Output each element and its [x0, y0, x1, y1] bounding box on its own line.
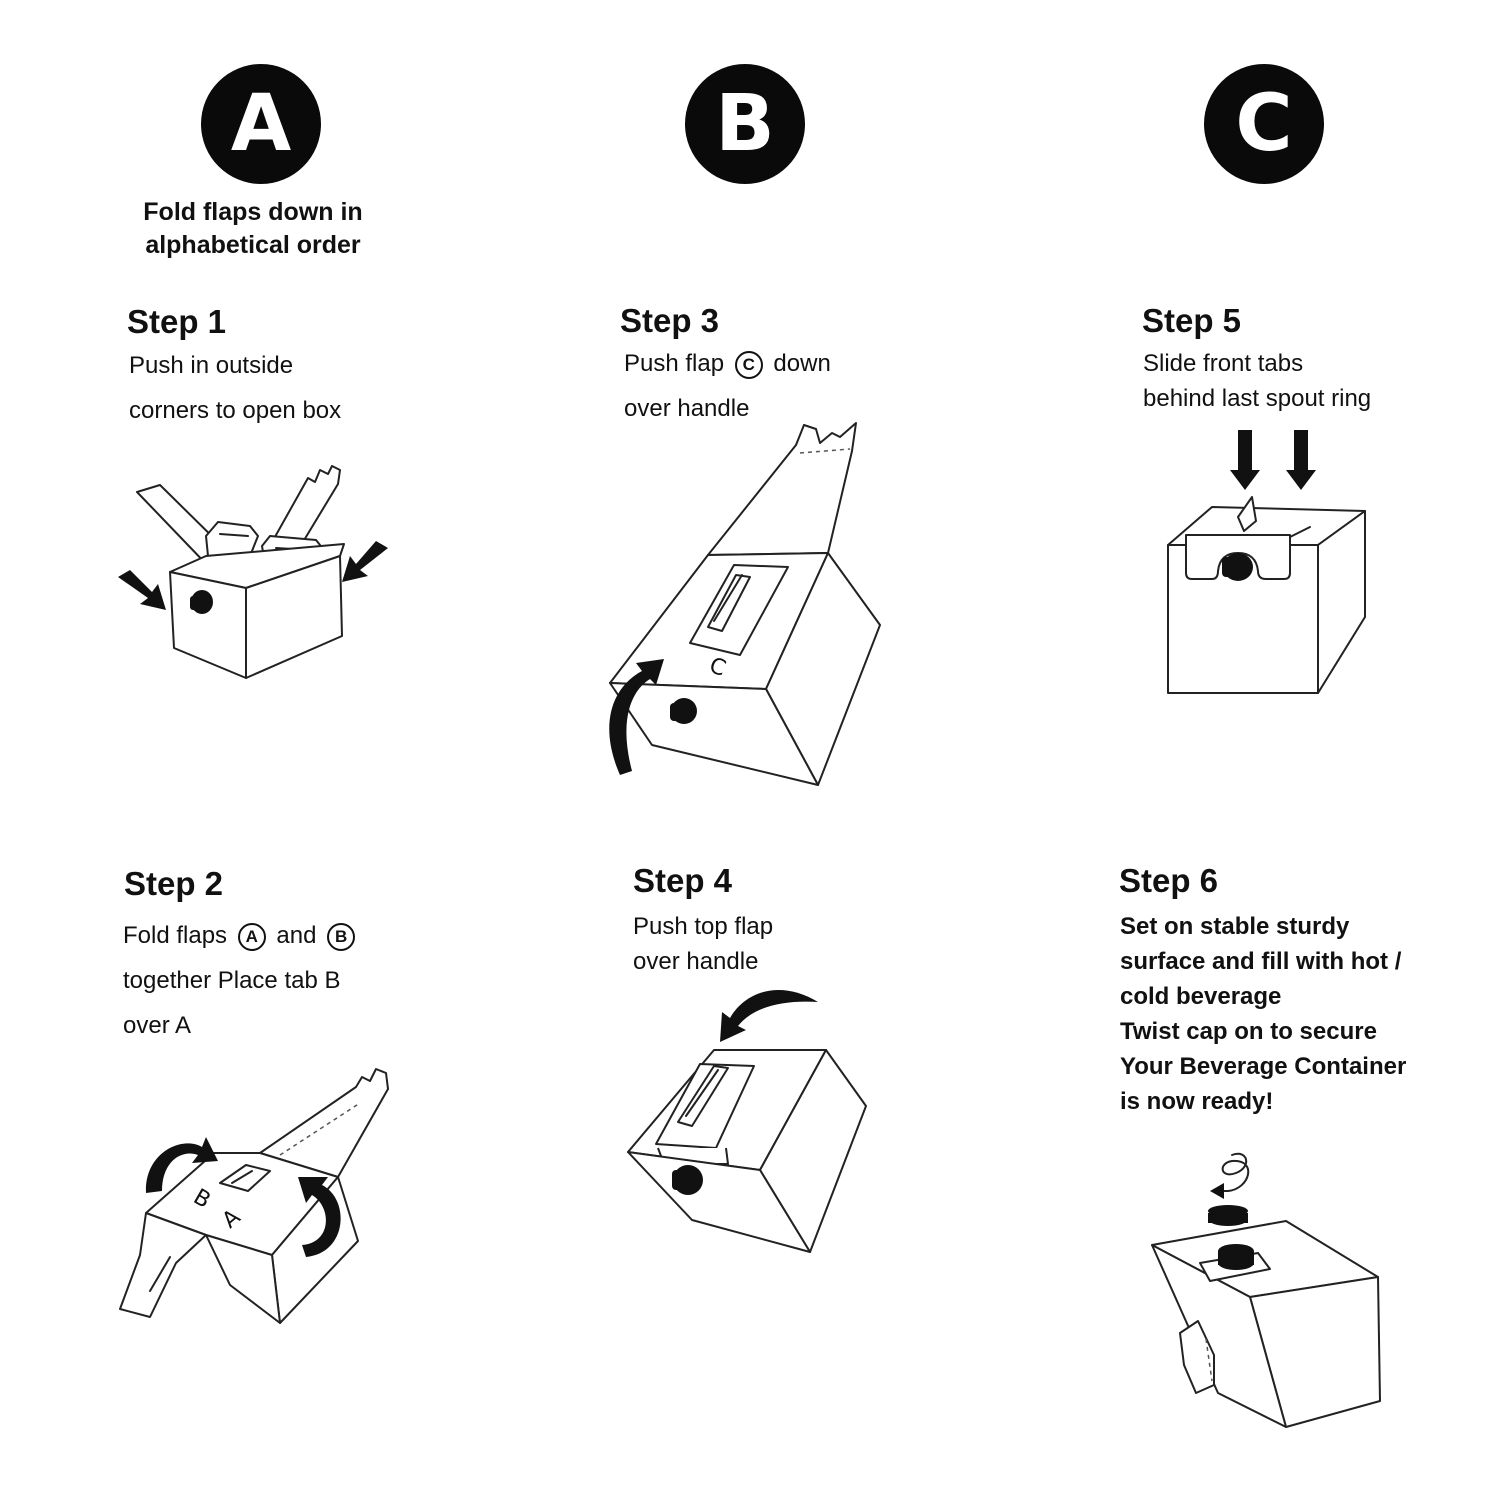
step-6-illustration — [1151, 1152, 1381, 1428]
step-5-line-2: behind last spout ring — [1143, 385, 1372, 412]
step-2-line-2: together Place tab B — [123, 967, 341, 994]
flap-c-marker: C — [734, 350, 763, 379]
badge-a-note: Fold flaps down in alphabetical order — [103, 196, 403, 262]
step-3-title: Step 3 — [620, 302, 720, 339]
step-3-line-2: over handle — [624, 395, 750, 422]
step-5-line-1: Slide front tabs — [1143, 350, 1304, 377]
step-1-text: Push in outside corners to open box — [129, 343, 341, 433]
step-2-line-1-mid: and — [276, 922, 317, 949]
step-3-line-1: Push flap C down — [624, 341, 831, 386]
step-6-line-1: Set on stable sturdy — [1120, 913, 1350, 940]
step-2-illustration: B A — [119, 1068, 389, 1324]
step-4-line-2: over handle — [633, 948, 759, 975]
step-3-text: Push flap C down over handle — [624, 341, 831, 431]
flap-a-marker: A — [237, 922, 266, 951]
step-1-line-2: corners to open box — [129, 397, 342, 424]
flap-b-marker: B — [327, 922, 356, 951]
step-5-illustration — [1167, 430, 1366, 694]
step-6-line-4: Twist cap on to secure — [1120, 1018, 1377, 1045]
step-6-text: Set on stable sturdy surface and fill wi… — [1120, 909, 1406, 1119]
badge-a: A — [201, 64, 321, 184]
step-2-line-1: Fold flaps A and B — [123, 913, 359, 958]
step-1-illustration — [118, 465, 388, 679]
step-5-title: Step 5 — [1142, 302, 1242, 339]
badge-c: C — [1204, 64, 1324, 184]
step-3-line-1-post: down — [773, 350, 831, 377]
step-5-text: Slide front tabs behind last spout ring — [1143, 346, 1371, 416]
step-1-line-1: Push in outside — [129, 352, 294, 379]
step-2-title: Step 2 — [124, 865, 224, 902]
step-2-line-3: over A — [123, 1012, 192, 1039]
step-4-title: Step 4 — [633, 862, 733, 899]
badge-b: B — [685, 64, 805, 184]
step-2-line-1-pre: Fold flaps — [123, 922, 228, 949]
step-6-line-2: surface and fill with hot / — [1120, 948, 1402, 975]
step-3-illustration: C — [609, 422, 881, 786]
step-4-illustration — [627, 990, 867, 1253]
badge-a-note-line-1: Fold flaps down in — [143, 198, 363, 226]
step-6-line-6: is now ready! — [1120, 1088, 1274, 1115]
badge-a-note-line-2: alphabetical order — [145, 231, 361, 259]
step-1-title: Step 1 — [127, 303, 227, 340]
step-6-line-3: cold beverage — [1120, 983, 1282, 1010]
step-6-line-5: Your Beverage Container — [1120, 1053, 1407, 1080]
step-6-title: Step 6 — [1119, 862, 1219, 899]
step-3-line-1-pre: Push flap — [624, 350, 725, 377]
step-4-text: Push top flap over handle — [633, 909, 773, 979]
step-2-text: Fold flaps A and B together Place tab B … — [123, 913, 359, 1048]
step-4-line-1: Push top flap — [633, 913, 774, 940]
